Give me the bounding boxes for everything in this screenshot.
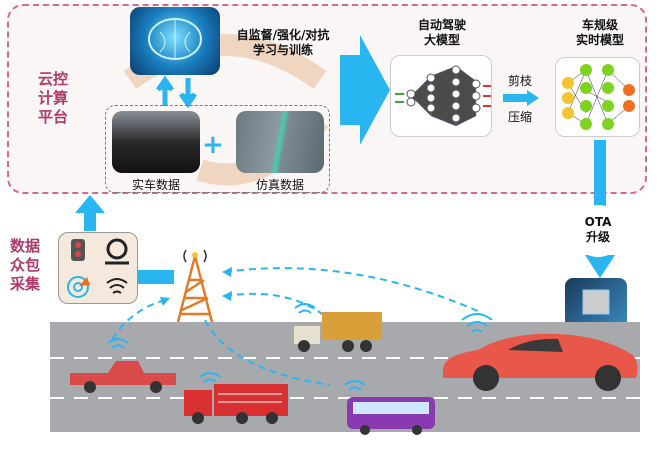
real-data-label: 实车数据: [131, 178, 180, 192]
plus-icon: +: [202, 130, 224, 160]
camera-icon: [105, 238, 129, 265]
training-label: 自监督/强化/对抗学习与训练: [236, 28, 330, 57]
prune-label: 剪枝: [507, 74, 532, 88]
brain-ai-image: [130, 7, 220, 75]
chip-icon: [582, 289, 610, 315]
real-vehicle-image: [112, 111, 200, 173]
data-sources-group: [105, 105, 330, 193]
realtime-model-network: [555, 57, 640, 137]
sensors-box: [58, 232, 138, 304]
big-right-arrow: [340, 35, 390, 145]
wifi-icon: [199, 372, 221, 383]
wifi-icon: [344, 380, 366, 391]
bidirectional-arrows: [155, 76, 198, 108]
compress-label: 压缩: [507, 110, 532, 124]
realtime-model-label: 车规级实时模型: [575, 18, 624, 47]
cell-tower-icon: [176, 249, 214, 323]
wifi-icon: [461, 313, 493, 333]
red-car: [443, 333, 638, 391]
sim-data-label: 仿真数据: [255, 178, 304, 192]
chip-image: [565, 278, 627, 328]
upload-arrow: [75, 195, 105, 231]
large-model-network: [390, 55, 492, 137]
crowdsource-label: 数据众包采集: [10, 237, 41, 293]
bus: [347, 397, 435, 435]
small-network-icon: [562, 64, 635, 130]
cloud-platform-label: 云控计算平台: [38, 70, 69, 126]
brain-icon: [148, 18, 202, 60]
wifi-icon: [106, 278, 128, 294]
large-model-label: 自动驾驶大模型: [417, 18, 466, 47]
pickup-truck: [70, 361, 176, 393]
radar-icon: [67, 276, 90, 298]
traffic-light-icon: [71, 239, 85, 261]
fire-truck: [184, 384, 288, 424]
compress-arrow: [503, 90, 539, 106]
simulation-image: [236, 111, 324, 173]
wifi-icon: [107, 338, 129, 349]
neural-network-icon: [395, 65, 491, 127]
wifi-icon: [294, 303, 316, 314]
connector-bar: [138, 270, 174, 284]
cargo-truck: [294, 312, 382, 352]
